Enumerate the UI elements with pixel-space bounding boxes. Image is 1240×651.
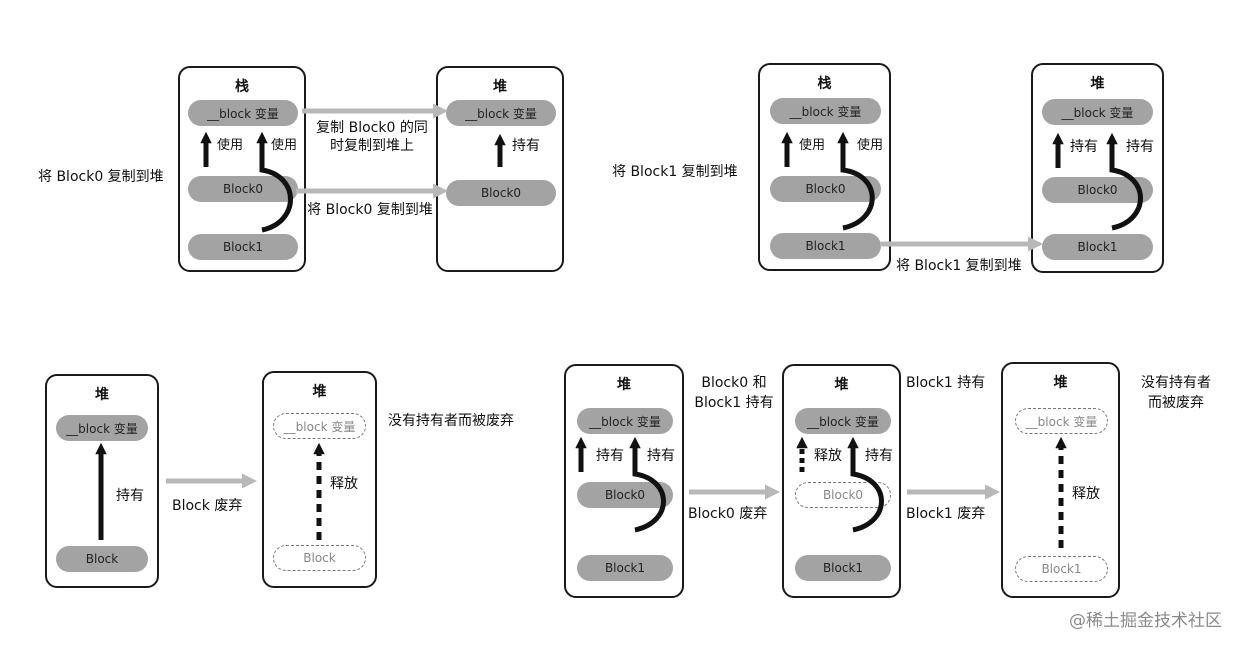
block-var-pill: __block 变量 xyxy=(795,408,891,434)
block-pill-released: Block xyxy=(273,545,366,571)
panel1-side-label: 将 Block0 复制到堆 xyxy=(38,169,164,185)
hold-label: 持有 xyxy=(865,448,893,464)
use-label-1: 使用 xyxy=(799,138,826,153)
block-var-pill: __block 变量 xyxy=(577,408,673,434)
hold-label: 持有 xyxy=(512,138,540,154)
holders-label-line1: Block0 和 xyxy=(701,375,767,391)
no-holder-label-line2: 而被废弃 xyxy=(1148,395,1204,411)
arrow-hold-curve xyxy=(847,436,884,533)
block1-hold-label: Block1 持有 xyxy=(906,375,986,391)
release-label: 释放 xyxy=(330,476,358,492)
block-var-pill: __block 变量 xyxy=(1042,99,1153,125)
block0-discard-label: Block0 废弃 xyxy=(688,506,768,522)
block-var-pill: __block 变量 xyxy=(188,100,298,126)
no-holder-label-line1: 没有持有者 xyxy=(1141,375,1211,391)
holders-label-line2: Block1 持有 xyxy=(694,395,774,411)
copy-var-label-line2: 时复制到堆上 xyxy=(330,138,414,154)
no-holder-label: 没有持有者而被废弃 xyxy=(388,413,514,429)
arrow-use-2-curve xyxy=(837,131,875,231)
block1-pill: Block1 xyxy=(770,233,881,259)
panel1-heap-box: 堆 __block 变量 Block0 xyxy=(436,66,564,272)
use-label-2: 使用 xyxy=(271,138,298,153)
block1-pill-released: Block1 xyxy=(1015,556,1108,582)
arrow-hold-2-curve xyxy=(629,436,666,533)
heap-title: 堆 xyxy=(1053,375,1068,391)
hold-label-1: 持有 xyxy=(596,448,624,464)
release-label: 释放 xyxy=(814,448,842,464)
block-pill: Block xyxy=(56,546,148,572)
use-label-2: 使用 xyxy=(857,138,884,153)
arrow-hold-2-curve xyxy=(1106,132,1143,231)
watermark: @稀土掘金技术社区 xyxy=(1069,611,1222,631)
copy-block1-label: 将 Block1 复制到堆 xyxy=(896,258,1022,274)
block-var-pill: __block 变量 xyxy=(770,98,881,124)
panel1-stack-box: 栈 __block 变量 Block0 Block1 xyxy=(178,66,306,272)
hold-label-2: 持有 xyxy=(647,448,675,464)
use-label-1: 使用 xyxy=(217,138,244,153)
block0-pill: Block0 xyxy=(446,180,556,206)
heap-title: 堆 xyxy=(493,79,507,95)
panel2-stack-box: 栈 __block 变量 Block0 Block1 xyxy=(758,63,891,271)
panel2-heap-box: 堆 __block 变量 Block0 Block1 xyxy=(1031,63,1164,273)
panel4-heap-box-1: 堆 __block 变量 Block0 Block1 xyxy=(564,364,684,598)
block-var-pill-released: __block 变量 xyxy=(273,413,366,439)
block1-pill: Block1 xyxy=(188,234,298,260)
block0-pill: Block0 xyxy=(770,176,881,202)
heap-title: 堆 xyxy=(617,377,631,393)
block-var-pill: __block 变量 xyxy=(446,100,556,126)
hold-label: 持有 xyxy=(116,488,144,504)
arrow-use-2-curve xyxy=(256,131,293,233)
hold-label-2: 持有 xyxy=(1126,139,1154,155)
block1-discard-label: Block1 废弃 xyxy=(906,506,986,522)
panel4-heap-box-2: 堆 __block 变量 Block0 Block1 xyxy=(782,364,901,598)
heap-title: 堆 xyxy=(95,387,109,403)
stack-title: 栈 xyxy=(235,79,249,95)
block-discard-label: Block 废弃 xyxy=(172,498,243,514)
hold-label-1: 持有 xyxy=(1070,139,1098,155)
block-var-pill-released: __block 变量 xyxy=(1015,408,1108,434)
panel4-heap-box-3: 堆 __block 变量 Block1 xyxy=(1001,362,1120,598)
block-var-pill: __block 变量 xyxy=(56,415,148,441)
copy-block0-label: 将 Block0 复制到堆 xyxy=(307,202,433,218)
heap-title: 堆 xyxy=(1090,76,1105,92)
release-label: 释放 xyxy=(1072,486,1100,502)
block1-pill: Block1 xyxy=(795,555,891,581)
block1-pill: Block1 xyxy=(1042,234,1153,260)
heap-title: 堆 xyxy=(312,384,327,400)
heap-title: 堆 xyxy=(834,377,849,393)
copy-var-label-line1: 复制 Block0 的同 xyxy=(316,120,428,136)
panel2-side-label: 将 Block1 复制到堆 xyxy=(612,164,738,180)
block1-pill: Block1 xyxy=(577,555,673,581)
stack-title: 栈 xyxy=(817,76,832,92)
